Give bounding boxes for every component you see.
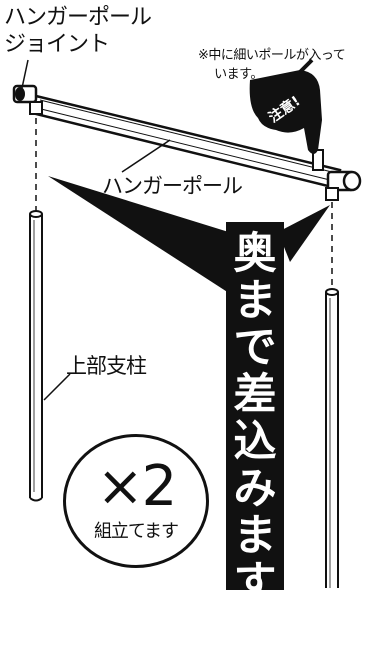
banner-char: 。: [233, 605, 277, 655]
callout-wedge-right: [278, 205, 330, 262]
banner-char: 差: [233, 370, 277, 420]
inner-pole-note: ※中に細いポールが入って います。: [198, 48, 346, 82]
banner-char: す: [233, 558, 277, 608]
assembly-diagram: ハンガーポール ジョイント ※中に細いポールが入って います。 ハンガーポール …: [4, 5, 362, 590]
callout-wedge: [48, 176, 248, 295]
leader-pole: [121, 139, 171, 173]
banner-char: 込: [233, 417, 277, 467]
banner-char: で: [233, 323, 277, 373]
pointing-hand-icon: [249, 58, 322, 154]
banner-char: 奥: [233, 229, 277, 279]
banner-char: み: [233, 464, 277, 514]
count-caption: 組立てます: [93, 521, 179, 542]
left-joint: [12, 84, 43, 115]
assembly-count-badge: ×2 組立てます: [63, 434, 209, 568]
banner-char: ま: [233, 276, 277, 326]
right-post: [325, 288, 339, 588]
hanger-pole-label: ハンガーポール: [102, 174, 243, 198]
leader-joint: [21, 59, 29, 89]
joint-label: ハンガーポール ジョイント: [4, 5, 152, 57]
left-post: [29, 210, 43, 502]
illustration: [12, 58, 362, 590]
upper-post-label: 上部支柱: [66, 354, 147, 378]
count-value: ×2: [96, 454, 178, 519]
banner-char: ま: [233, 511, 277, 561]
right-joint: [325, 170, 362, 201]
leader-post: [43, 373, 71, 401]
banner-background: [226, 222, 284, 590]
